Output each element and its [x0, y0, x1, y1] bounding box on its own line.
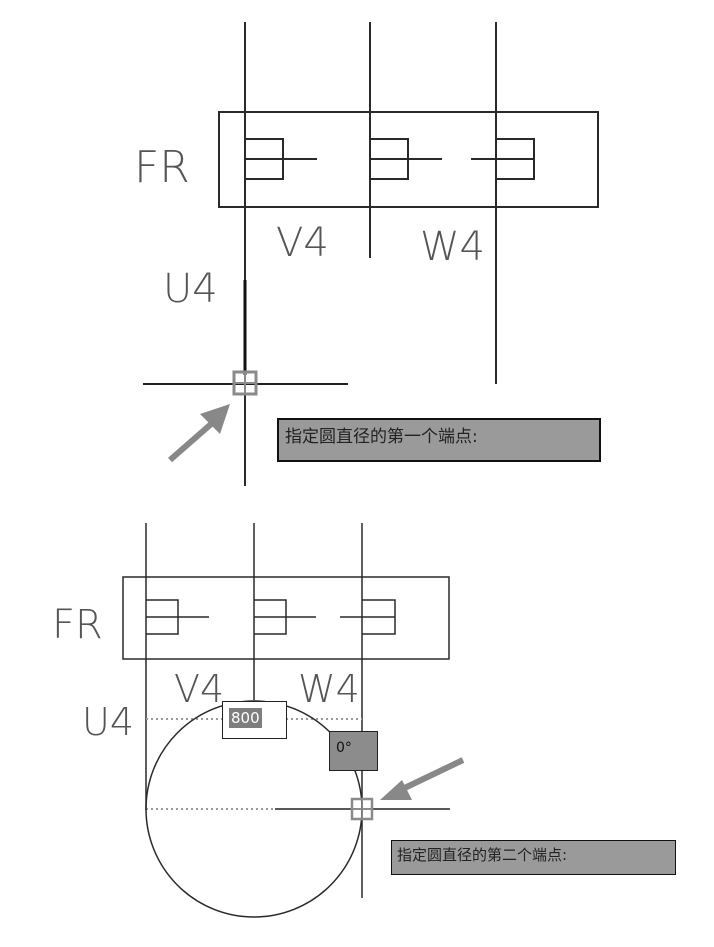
osnap-endpoint-marker: [350, 797, 374, 821]
w4-label: W4: [420, 224, 485, 270]
w4-label: W4: [298, 667, 360, 711]
command-prompt-tooltip: 指定圆直径的第一个端点:: [277, 418, 601, 462]
v4-label: V4: [276, 220, 329, 266]
fr-label: FR: [134, 142, 190, 193]
fr-label: FR: [52, 602, 103, 648]
diameter-input[interactable]: 800: [222, 701, 287, 739]
thermal-element-3: [471, 138, 535, 180]
thermal-element-2: [370, 138, 442, 180]
fr-relay-box: [218, 111, 599, 208]
bottom-panel-schematic: [122, 523, 465, 918]
fr-relay-box: [122, 576, 450, 660]
annotation-arrow-icon: [168, 404, 230, 463]
thermal-element-2: [254, 599, 316, 635]
annotation-arrow-icon: [380, 757, 465, 800]
top-panel-schematic: [143, 22, 599, 486]
command-prompt-tooltip: 指定圆直径的第二个端点:: [391, 840, 676, 875]
u4-label: U4: [163, 266, 218, 312]
thermal-element-3: [340, 599, 396, 635]
osnap-endpoint-marker: [232, 370, 258, 396]
u4-label: U4: [82, 700, 134, 744]
v4-label: V4: [174, 667, 224, 711]
thermal-element-1: [146, 599, 209, 635]
diameter-input-value[interactable]: 800: [229, 708, 262, 728]
thermal-element-1: [245, 138, 317, 180]
angle-readout: 0°: [329, 731, 378, 771]
